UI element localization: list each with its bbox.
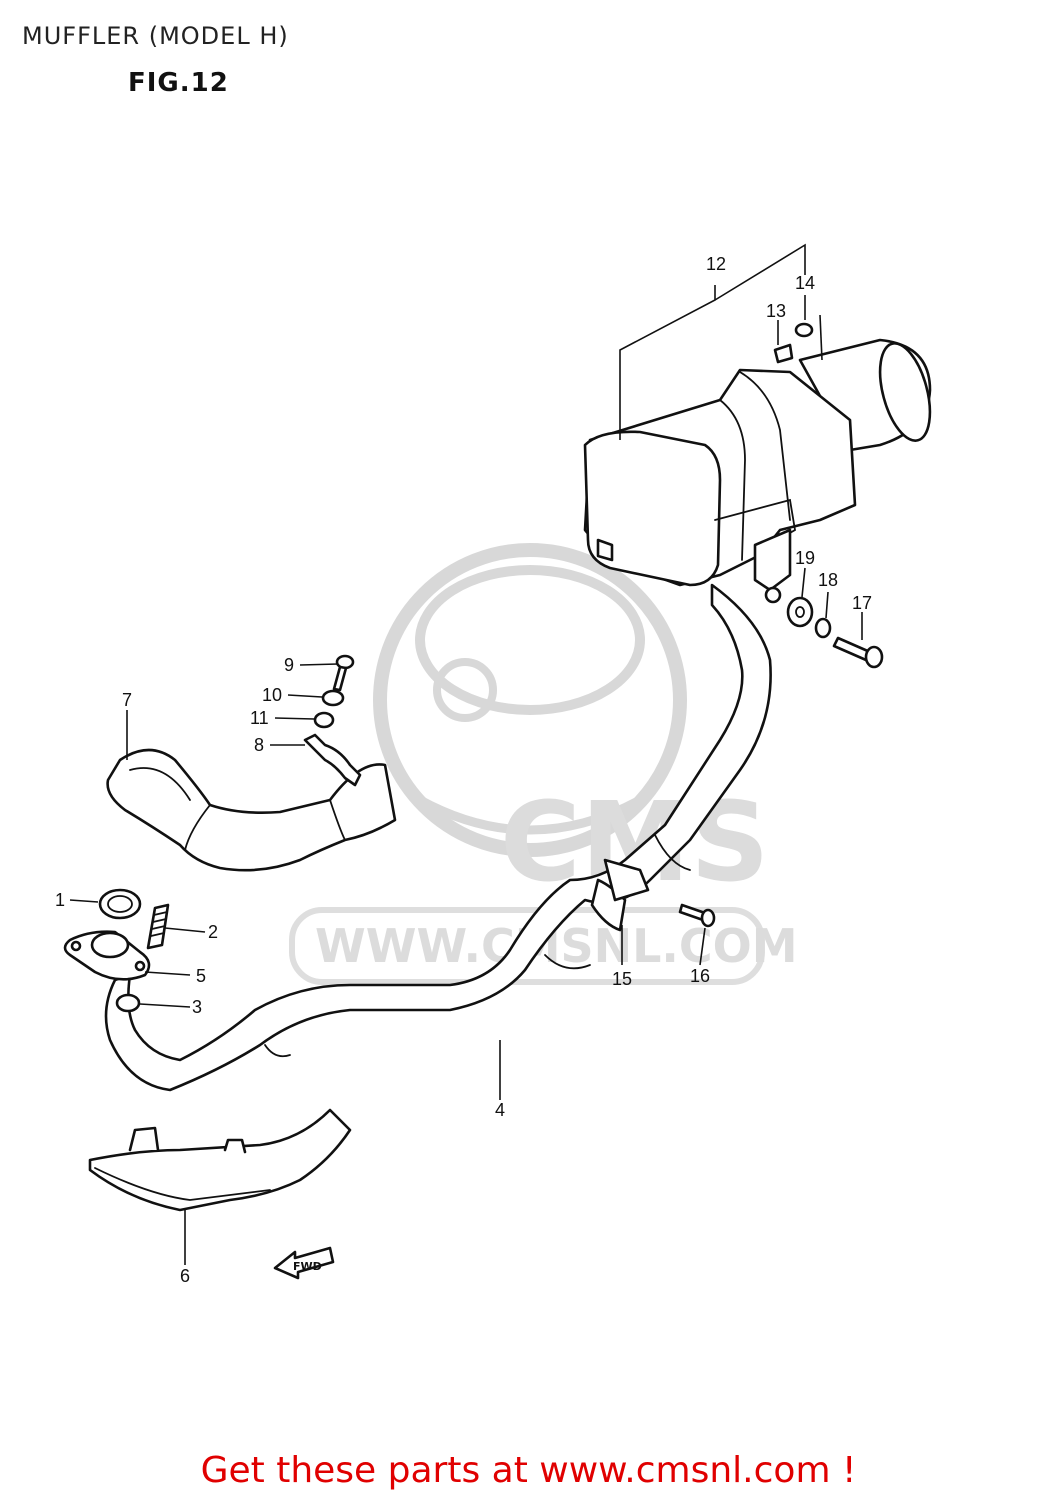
forward-label: FWD <box>293 1260 322 1273</box>
callout-7[interactable]: 7 <box>122 690 132 710</box>
nut-part-3[interactable] <box>115 993 141 1013</box>
callout-17[interactable]: 17 <box>852 593 872 613</box>
page-title: MUFFLER (MODEL H) <box>22 22 289 50</box>
callout-9[interactable]: 9 <box>284 655 294 675</box>
leader-lines <box>69 243 863 1265</box>
callout-11[interactable]: 11 <box>250 708 269 728</box>
washer-part-18[interactable] <box>814 617 832 639</box>
nut-part-14[interactable] <box>794 322 814 338</box>
footer-link[interactable]: Get these parts at www.cmsnl.com ! <box>200 1450 857 1491</box>
clamp-part-8[interactable] <box>303 733 362 787</box>
callout-4[interactable]: 4 <box>495 1100 505 1120</box>
callout-15[interactable]: 15 <box>612 969 632 989</box>
gasket-part-1[interactable] <box>98 888 142 920</box>
callout-2[interactable]: 2 <box>208 922 218 942</box>
callout-6[interactable]: 6 <box>180 1266 190 1286</box>
heat-shield-part-7[interactable] <box>106 748 397 872</box>
callout-12[interactable]: 12 <box>706 254 726 274</box>
callout-3[interactable]: 3 <box>192 997 202 1017</box>
callout-10[interactable]: 10 <box>262 685 282 705</box>
bolt-part-16[interactable] <box>678 903 716 928</box>
callout-5[interactable]: 5 <box>196 966 206 986</box>
callout-8[interactable]: 8 <box>254 735 264 755</box>
callout-14[interactable]: 14 <box>795 273 815 293</box>
clamp-part-15[interactable] <box>590 858 650 932</box>
callout-1[interactable]: 1 <box>55 890 65 910</box>
bolt-part-17[interactable] <box>832 636 884 669</box>
forward-direction-arrow: FWD <box>273 1246 335 1280</box>
callout-13[interactable]: 13 <box>766 301 786 321</box>
screw-part-9[interactable] <box>332 654 355 692</box>
flange-part-5[interactable] <box>63 930 151 981</box>
figure-number: FIG.12 <box>128 68 229 98</box>
muffler-part-12[interactable] <box>583 338 939 604</box>
nut-part-11[interactable] <box>313 711 335 729</box>
callout-19[interactable]: 19 <box>795 548 815 568</box>
heat-shield-part-6[interactable] <box>88 1108 352 1212</box>
callout-18[interactable]: 18 <box>818 570 838 590</box>
stud-bolt-part-2[interactable] <box>146 903 170 950</box>
washer-part-10[interactable] <box>321 689 345 707</box>
bolt-part-13[interactable] <box>773 343 794 364</box>
callout-16[interactable]: 16 <box>690 966 710 986</box>
callout-numbers: 1 2 3 4 5 6 7 8 9 10 11 12 13 14 15 16 1… <box>55 254 872 1286</box>
washer-part-19[interactable] <box>786 596 814 628</box>
